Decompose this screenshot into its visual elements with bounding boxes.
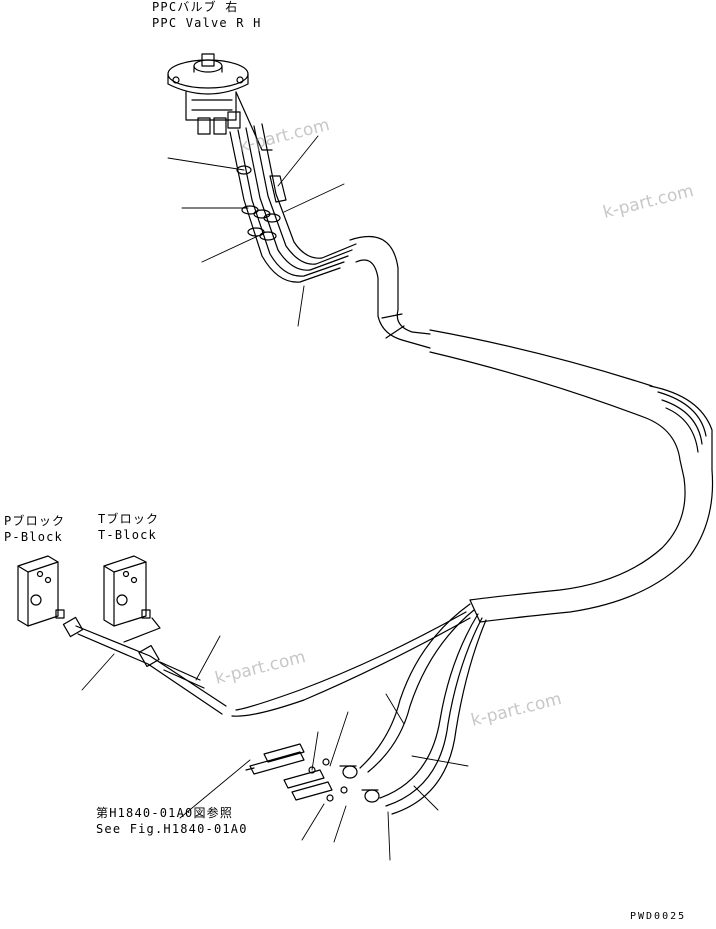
ppc-valve bbox=[167, 53, 273, 151]
ppc-valve-label-jp: PPCバルブ 右 bbox=[152, 0, 239, 14]
ppc-valve-label-en: PPC Valve R H bbox=[152, 16, 262, 30]
protective-sleeve bbox=[349, 235, 714, 623]
t-block-label-en: T-Block bbox=[98, 528, 157, 542]
see-fig-label-jp: 第H1840-01A0図参照 bbox=[96, 806, 234, 820]
hose-bundle-lower bbox=[231, 603, 487, 815]
p-block-label-jp: Pブロック bbox=[4, 514, 66, 528]
see-fig-label-en: See Fig.H1840-01A0 bbox=[96, 822, 248, 836]
pipe-lower-left bbox=[62, 616, 227, 715]
t-block-label-jp: Tブロック bbox=[98, 512, 160, 526]
hose-bundle-upper bbox=[229, 123, 357, 283]
leader-lines bbox=[81, 135, 469, 861]
t-block bbox=[103, 555, 161, 643]
bolts-and-washers bbox=[245, 743, 380, 803]
p-block-label-en: P-Block bbox=[4, 530, 63, 544]
drawing-code: PWD0025 bbox=[630, 911, 687, 922]
p-block bbox=[17, 555, 65, 627]
